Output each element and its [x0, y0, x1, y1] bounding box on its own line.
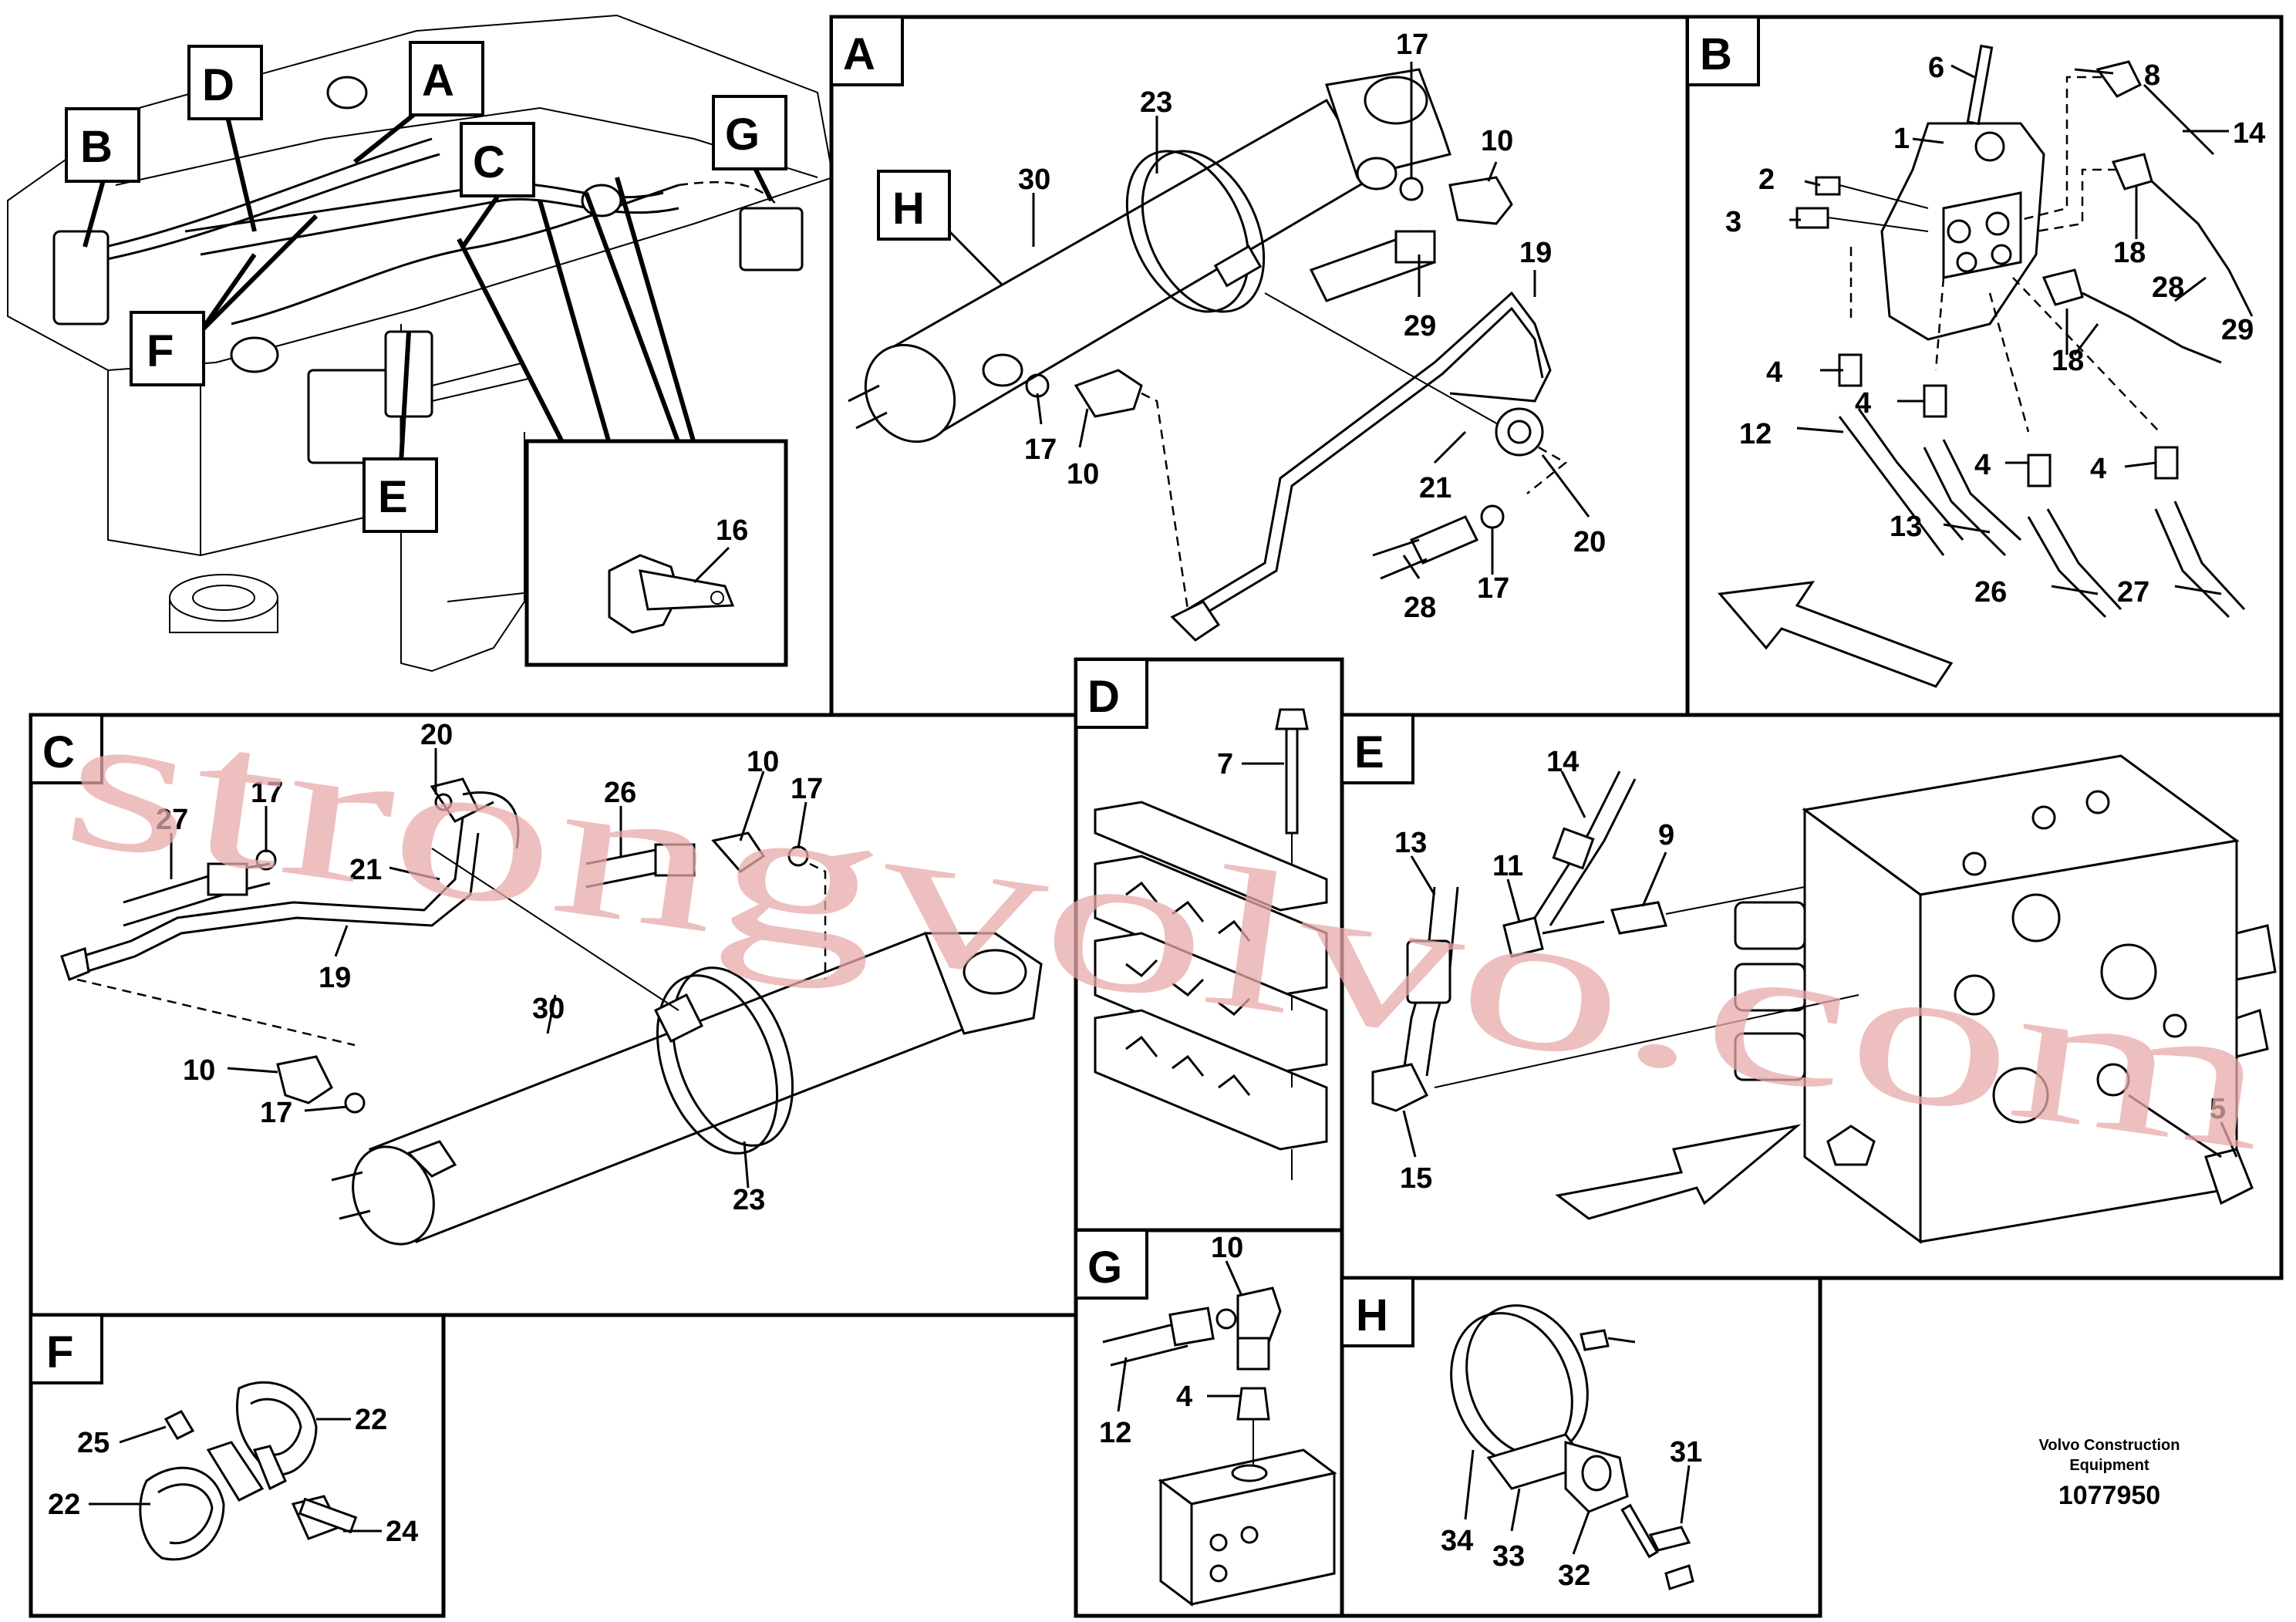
panel-C-number-21: 21: [349, 854, 382, 886]
panel-C-number-19: 19: [319, 962, 351, 994]
panel-C-number-26: 26: [604, 777, 636, 809]
overview-label-C: C: [460, 122, 535, 197]
panel-A-number-17-left: 17: [1024, 433, 1057, 466]
panel-F-number-22-left: 22: [48, 1489, 80, 1521]
panel-A-number-23: 23: [1140, 86, 1172, 119]
panel-C-number-23: 23: [733, 1184, 765, 1216]
footer-block: Volvo Construction Equipment 1077950: [2039, 1437, 2180, 1510]
panel-G: G 10 4 12: [1074, 1228, 1344, 1618]
panel-A-number-17-bottom: 17: [1477, 572, 1509, 605]
panel-C-number-20: 20: [420, 719, 453, 751]
panel-C-number-17-right: 17: [791, 773, 823, 805]
panel-E: E: [1340, 713, 2284, 1280]
svg-text:E: E: [378, 472, 408, 522]
panel-D-number-7: 7: [1217, 748, 1233, 781]
panel-F-number-25: 25: [77, 1427, 110, 1459]
panel-H-number-31: 31: [1670, 1436, 1702, 1469]
panel-A-number-29: 29: [1404, 310, 1436, 342]
panel-E-number-5: 5: [2210, 1093, 2226, 1125]
overview-label-D: D: [187, 45, 263, 120]
overview-label-G: G: [712, 95, 787, 170]
panel-B-number-29: 29: [2221, 314, 2254, 346]
panel-D: D 7: [1074, 657, 1344, 1233]
panel-B-number-27: 27: [2117, 576, 2149, 609]
panel-B-number-18-bottom: 18: [2052, 345, 2084, 377]
panel-E-number-15: 15: [1400, 1162, 1432, 1195]
panel-H-number-33: 33: [1492, 1540, 1525, 1573]
svg-text:B: B: [80, 122, 113, 172]
panel-H-label: H: [1356, 1290, 1388, 1340]
panel-C-number-17-bottom: 17: [260, 1097, 292, 1129]
panel-B-number-4-b: 4: [1855, 387, 1871, 420]
panel-B-number-14: 14: [2233, 117, 2265, 150]
panel-B-number-6: 6: [1928, 52, 1944, 84]
panel-B-number-12: 12: [1739, 418, 1772, 450]
panel-B-number-4-c: 4: [1974, 449, 1991, 481]
panel-A: A H: [829, 15, 1690, 717]
panel-C: C: [29, 713, 1078, 1317]
panel-E-number-11: 11: [1492, 850, 1523, 882]
panel-H: H 31 34 33 32: [1340, 1276, 1822, 1618]
panel-B-number-26: 26: [1974, 576, 2007, 609]
panel-A-number-19: 19: [1519, 237, 1552, 269]
overview-label-A: A: [409, 41, 484, 116]
panel-G-number-4: 4: [1176, 1381, 1192, 1413]
panel-A-number-17-top: 17: [1396, 29, 1428, 61]
panel-B-label: B: [1700, 29, 1732, 79]
footer-company: Volvo Construction: [2039, 1437, 2180, 1454]
panel-A-number-21: 21: [1419, 472, 1451, 504]
panel-H-number-34: 34: [1441, 1525, 1473, 1557]
panel-C-number-17-left: 17: [251, 777, 283, 809]
svg-text:D: D: [202, 60, 234, 110]
panel-B-number-3: 3: [1725, 206, 1741, 238]
panel-A-sub-label: H: [892, 184, 925, 234]
panel-B: B: [1685, 15, 2284, 717]
panel-E-label: E: [1354, 727, 1384, 777]
panel-F-label: F: [46, 1327, 73, 1378]
panel-G-label: G: [1087, 1243, 1122, 1293]
panel-C-number-27: 27: [156, 804, 188, 836]
panel-F-number-22-top: 22: [355, 1404, 387, 1436]
overview-label-B: B: [65, 107, 140, 183]
svg-text:F: F: [147, 326, 174, 376]
panel-F-number-24: 24: [386, 1516, 418, 1548]
footer-drawing-id: 1077950: [2058, 1481, 2160, 1510]
overview-label-F: F: [130, 311, 205, 386]
panel-A-label: A: [843, 29, 875, 79]
panel-E-number-14: 14: [1546, 746, 1579, 778]
overview-label-E: E: [362, 457, 438, 533]
panel-B-number-28: 28: [2152, 271, 2184, 304]
panel-B-number-4-a: 4: [1766, 356, 1782, 389]
panel-B-number-1: 1: [1893, 123, 1910, 155]
panel-B-number-13: 13: [1890, 511, 1922, 543]
svg-text:C: C: [473, 137, 505, 187]
overview-number-16: 16: [716, 514, 748, 547]
panel-B-number-2: 2: [1758, 164, 1775, 196]
panel-E-number-13: 13: [1394, 827, 1427, 859]
panel-A-number-20: 20: [1573, 526, 1606, 558]
footer-company-line2: Equipment: [2069, 1457, 2149, 1474]
panel-B-number-8: 8: [2144, 59, 2160, 92]
panel-G-number-12: 12: [1099, 1417, 1131, 1449]
panel-F: F 22 25 22 24: [29, 1313, 446, 1618]
panel-A-number-10-left: 10: [1067, 458, 1099, 491]
svg-text:A: A: [422, 56, 454, 106]
panel-B-number-4-d: 4: [2090, 453, 2106, 485]
panel-E-number-9: 9: [1658, 819, 1674, 851]
panel-A-number-10-top: 10: [1481, 125, 1513, 157]
panel-D-label: D: [1087, 672, 1120, 722]
svg-text:G: G: [725, 110, 760, 160]
overview-detail-box: 16: [524, 439, 788, 667]
panel-C-number-10-bottom: 10: [183, 1054, 215, 1087]
panel-A-number-30: 30: [1018, 164, 1050, 196]
panel-B-number-18-top: 18: [2113, 237, 2146, 269]
panel-C-number-30: 30: [532, 993, 565, 1025]
panel-G-number-10: 10: [1211, 1232, 1243, 1264]
panel-C-label: C: [42, 727, 75, 777]
panel-A-number-28: 28: [1404, 592, 1436, 624]
panel-H-number-32: 32: [1558, 1560, 1590, 1592]
panel-C-number-10-top: 10: [747, 746, 779, 778]
